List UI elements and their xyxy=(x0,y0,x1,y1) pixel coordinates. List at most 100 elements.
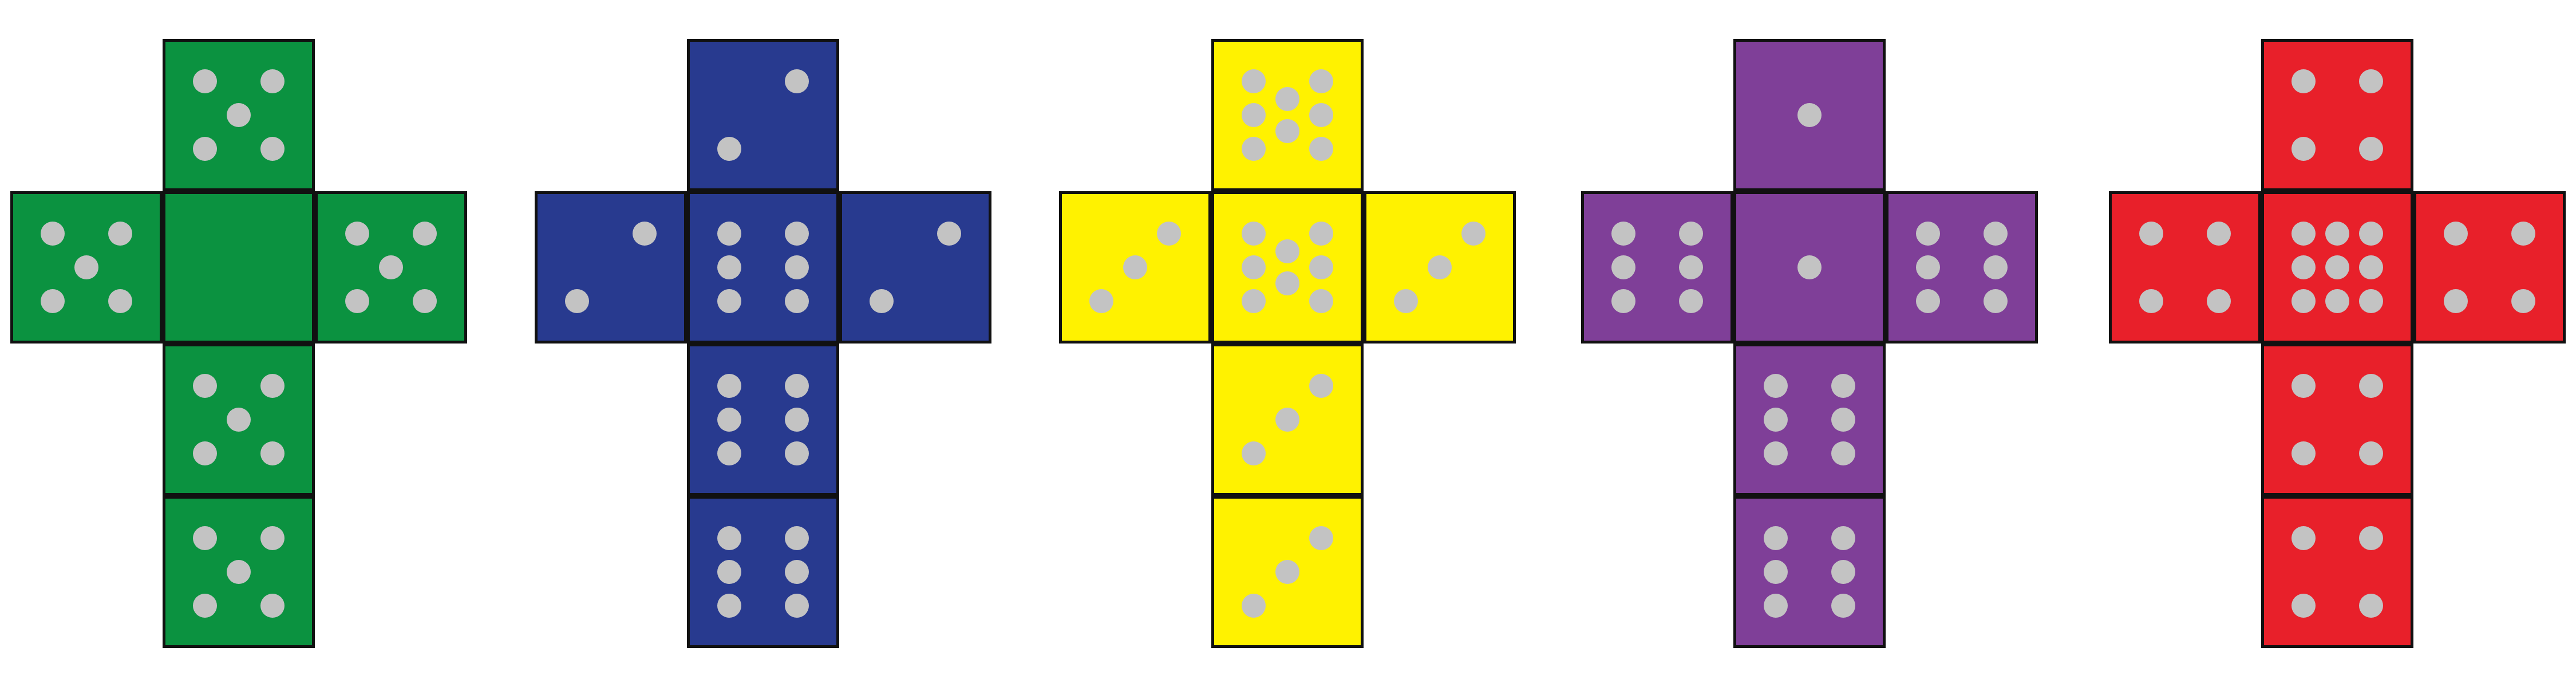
pip xyxy=(1916,255,1941,279)
pip xyxy=(717,374,742,398)
die-face-red-top xyxy=(2261,39,2413,191)
die-face-green-left xyxy=(10,191,163,344)
pip xyxy=(108,222,132,246)
pip xyxy=(1678,289,1703,313)
pip xyxy=(1764,374,1788,398)
die-face-green-down1 xyxy=(163,344,315,496)
pip xyxy=(784,560,809,584)
pip xyxy=(74,255,98,279)
pip xyxy=(1831,374,1855,398)
pip xyxy=(260,69,285,94)
pip xyxy=(193,374,218,398)
die-face-red-down2 xyxy=(2261,496,2413,648)
dice-net-green xyxy=(10,0,480,687)
dice-net-yellow xyxy=(1059,0,1528,687)
pip xyxy=(1611,255,1636,279)
pip xyxy=(345,222,370,246)
pip xyxy=(260,526,285,551)
pip xyxy=(717,136,742,161)
pip xyxy=(717,255,742,279)
die-face-yellow-down2 xyxy=(1211,496,1364,648)
pip xyxy=(784,255,809,279)
pip xyxy=(784,441,809,465)
pip xyxy=(1797,255,1822,279)
pip xyxy=(1156,222,1181,246)
die-face-blue-center xyxy=(687,191,839,344)
pip xyxy=(1123,255,1147,279)
pip xyxy=(260,374,285,398)
pip xyxy=(2358,69,2383,94)
die-face-blue-down2 xyxy=(687,496,839,648)
pip xyxy=(784,408,809,432)
pip xyxy=(2291,441,2316,465)
die-face-green-center xyxy=(163,191,315,344)
die-face-green-down2 xyxy=(163,496,315,648)
pip xyxy=(1831,526,1855,551)
die-face-yellow-down1 xyxy=(1211,344,1364,496)
die-face-green-right xyxy=(315,191,467,344)
die-face-yellow-right xyxy=(1364,191,1516,344)
pip xyxy=(345,289,370,313)
dice-net-red xyxy=(2109,0,2576,687)
pip xyxy=(1275,271,1299,296)
pip xyxy=(1916,289,1941,313)
pip xyxy=(632,222,657,246)
pip xyxy=(717,289,742,313)
pip xyxy=(784,222,809,246)
pip xyxy=(2358,255,2383,279)
pip xyxy=(2206,289,2231,313)
pip xyxy=(412,289,437,313)
pip xyxy=(1831,593,1855,618)
dice-net-blue xyxy=(535,0,1004,687)
pip xyxy=(1394,289,1419,313)
pip xyxy=(1275,239,1299,263)
die-face-purple-top xyxy=(1733,39,1886,191)
pip xyxy=(2358,289,2383,313)
pip xyxy=(1309,289,1333,313)
pip xyxy=(2325,255,2349,279)
pip xyxy=(1764,441,1788,465)
die-face-red-down1 xyxy=(2261,344,2413,496)
pip xyxy=(1678,222,1703,246)
die-face-purple-left xyxy=(1581,191,1733,344)
pip xyxy=(2291,222,2316,246)
pip xyxy=(260,136,285,161)
pip xyxy=(1831,560,1855,584)
pip xyxy=(1309,136,1333,161)
pip xyxy=(193,593,218,618)
die-face-red-left xyxy=(2109,191,2261,344)
pip xyxy=(717,560,742,584)
pip xyxy=(1275,119,1299,144)
pip xyxy=(1764,560,1788,584)
die-face-purple-center xyxy=(1733,191,1886,344)
pip xyxy=(2291,136,2316,161)
pip xyxy=(717,222,742,246)
pip xyxy=(1461,222,1485,246)
pip xyxy=(1242,441,1266,465)
pip xyxy=(784,289,809,313)
pip xyxy=(2139,222,2164,246)
pip xyxy=(870,289,894,313)
die-face-yellow-center xyxy=(1211,191,1364,344)
pip xyxy=(1764,526,1788,551)
pip xyxy=(2139,289,2164,313)
pip xyxy=(108,289,132,313)
pip xyxy=(1611,222,1636,246)
pip xyxy=(1983,222,2008,246)
pip xyxy=(2291,289,2316,313)
pip xyxy=(784,69,809,94)
pip xyxy=(193,526,218,551)
pip xyxy=(1275,86,1299,111)
die-face-red-right xyxy=(2413,191,2566,344)
pip xyxy=(1611,289,1636,313)
pip xyxy=(2358,526,2383,551)
pip xyxy=(2291,255,2316,279)
pip xyxy=(2511,222,2535,246)
pip xyxy=(2325,222,2349,246)
pip xyxy=(412,222,437,246)
pip xyxy=(1983,289,2008,313)
pip xyxy=(1275,408,1299,432)
pip xyxy=(1309,255,1333,279)
pip xyxy=(2511,289,2535,313)
